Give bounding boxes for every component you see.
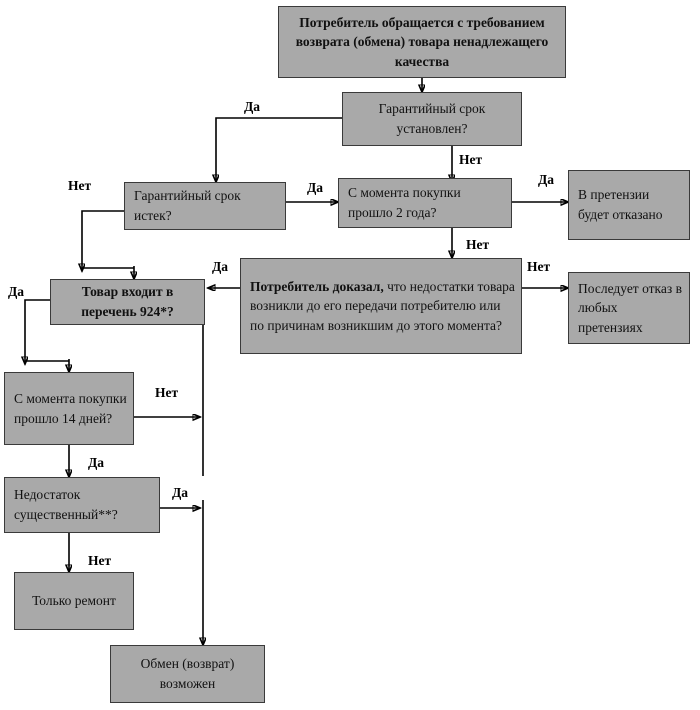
edge-warranty-set-yes (216, 117, 342, 182)
node-warranty-expired: Гарантийный срок истек? (124, 182, 286, 230)
label-no-warranty-set: Нет (459, 152, 483, 167)
node-warranty-set: Гарантийный срок установлен? (342, 92, 522, 146)
label-yes-fourteen-days: Да (88, 455, 105, 470)
label-yes-proved: Да (212, 259, 229, 274)
label-yes-defect-major: Да (172, 485, 189, 500)
node-consumer-proved: Потребитель доказал, что недостатки това… (240, 258, 522, 354)
node-warranty-set-label: Гарантийный срок установлен? (378, 101, 486, 136)
node-defect-major: Недостаток существенный**? (4, 477, 160, 533)
label-no-fourteen-days: Нет (155, 385, 179, 400)
label-no-warranty-expired: Нет (68, 178, 92, 193)
node-consumer-proved-label: Потребитель доказал, что недостатки това… (250, 277, 515, 336)
label-yes-list-924: Да (8, 284, 25, 299)
label-yes-warranty-expired: Да (307, 180, 324, 195)
label-no-two-years: Нет (466, 237, 490, 252)
node-refusal-any-claims: Последует отказ в любых претензиях (568, 272, 690, 344)
node-two-years: С момента покупки прошло 2 года? (338, 178, 512, 228)
node-fourteen-days-label: С момента покупки прошло 14 дней? (14, 390, 127, 426)
edge-warranty-expired-no (82, 210, 124, 271)
node-list-924: Товар входит в перечень 924*? (50, 279, 205, 325)
node-exchange-possible-label: Обмен (возврат) возможен (140, 656, 235, 691)
node-list-924-label: Товар входит в перечень 924*? (81, 284, 174, 319)
node-two-years-label: С момента покупки прошло 2 года? (348, 185, 461, 220)
node-claim-refused: В претензии будет отказано (568, 170, 690, 240)
node-start-label: Потребитель обращается с требованием воз… (295, 14, 549, 69)
label-yes-two-years: Да (538, 172, 555, 187)
label-no-defect-major: Нет (88, 553, 112, 568)
node-start: Потребитель обращается с требованием воз… (278, 6, 566, 78)
node-repair-only-label: Только ремонт (32, 593, 116, 609)
label-no-proved: Нет (527, 259, 551, 274)
node-exchange-possible: Обмен (возврат) возможен (110, 645, 265, 703)
node-refusal-any-claims-label: Последует отказ в любых претензиях (578, 280, 682, 335)
node-consumer-proved-rest: что недостатки товара возникли до его пе… (250, 278, 515, 333)
node-repair-only: Только ремонт (14, 572, 134, 630)
node-claim-refused-label: В претензии будет отказано (578, 187, 663, 222)
node-consumer-proved-emphasis: Потребитель доказал, (250, 278, 384, 294)
edge-list924-yes (25, 299, 50, 364)
node-fourteen-days: С момента покупки прошло 14 дней? (4, 372, 134, 445)
label-yes-warranty-set: Да (244, 99, 261, 114)
node-defect-major-label: Недостаток существенный**? (14, 487, 118, 522)
node-warranty-expired-label: Гарантийный срок истек? (134, 188, 241, 223)
